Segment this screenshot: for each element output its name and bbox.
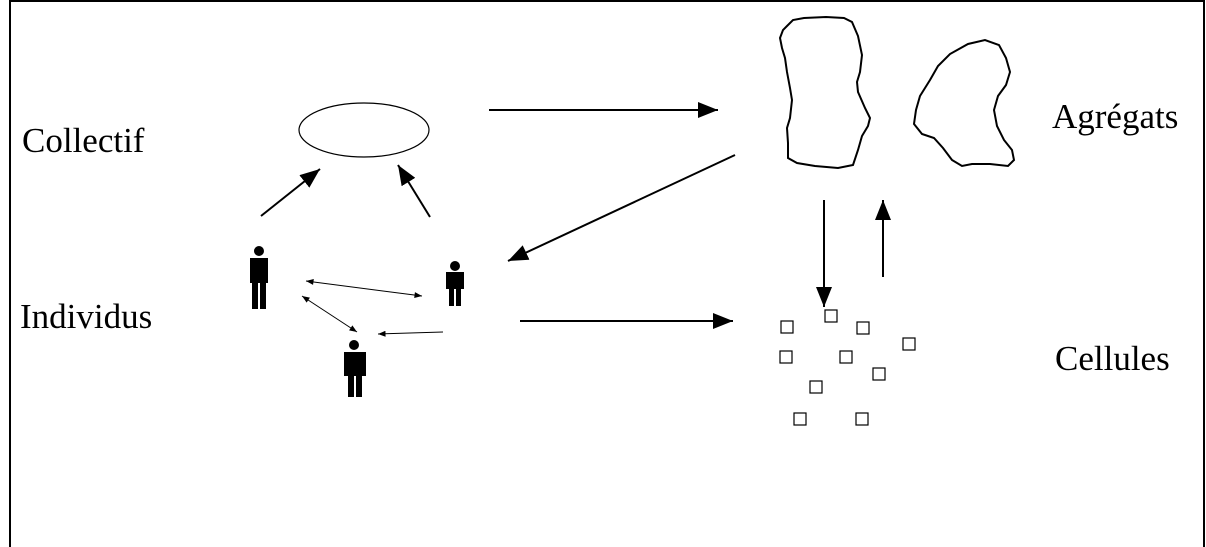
- cell-square-icon: [793, 412, 807, 426]
- cell-square-icon: [856, 321, 870, 335]
- person-icon: [250, 246, 268, 309]
- arrow-individu-to-collectif-left: [260, 168, 321, 217]
- person-icon: [344, 340, 366, 397]
- cell-square-icon: [809, 380, 823, 394]
- aggregate-shape-icon: [912, 38, 1016, 168]
- cell-square-icon: [824, 309, 838, 323]
- person-icon: [446, 261, 464, 306]
- cells-group: [779, 309, 916, 426]
- cell-square-icon: [779, 350, 793, 364]
- cell-square-icon: [780, 320, 794, 334]
- collective-ellipse-icon: [298, 102, 430, 158]
- cell-square-icon: [872, 367, 886, 381]
- cell-square-icon: [855, 412, 869, 426]
- label-collectif: Collectif: [22, 121, 145, 160]
- label-agregats: Agrégats: [1052, 97, 1179, 136]
- cell-square-icon: [839, 350, 853, 364]
- arrow-interaction-3: [377, 330, 444, 337]
- arrow-interaction-2: [301, 295, 358, 333]
- label-individus: Individus: [20, 297, 153, 336]
- diagram-frame: [9, 0, 1205, 547]
- cell-square-icon: [902, 337, 916, 351]
- arrow-individu-to-collectif-right: [397, 164, 431, 218]
- label-cellules: Cellules: [1055, 339, 1170, 378]
- aggregate-shape-icon: [778, 15, 872, 170]
- arrow-agregats-to-individus: [507, 154, 736, 262]
- arrow-interaction-1: [305, 278, 423, 299]
